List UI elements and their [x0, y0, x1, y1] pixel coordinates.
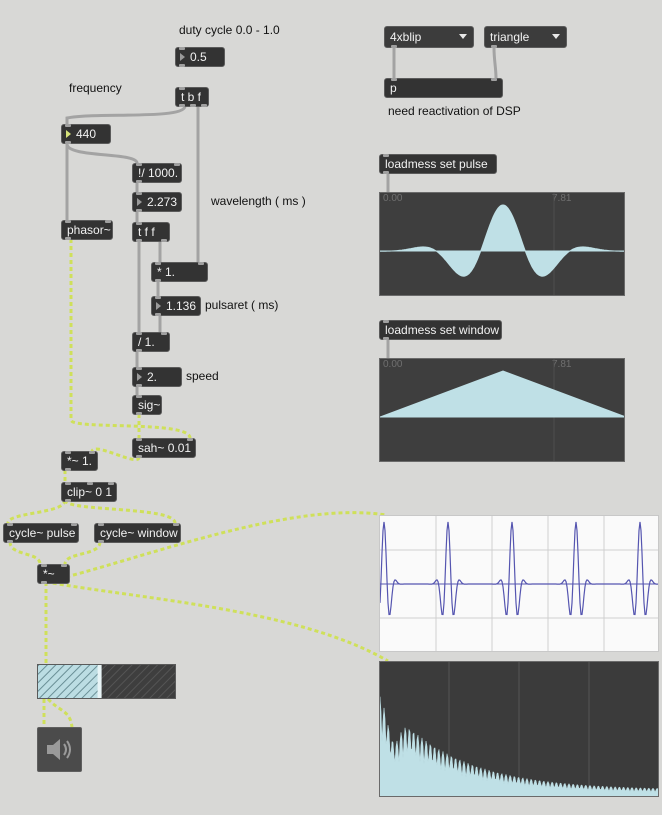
need-reactivation-comment: need reactivation of DSP [388, 104, 521, 118]
number-triangle-icon [66, 130, 71, 138]
output-multiply-object[interactable]: *~ [37, 564, 70, 584]
gain-slider-graphic [38, 665, 175, 698]
wavelength-number[interactable]: 2.273 [132, 192, 182, 212]
signal-multiply-object[interactable]: *~ 1. [61, 451, 98, 471]
chevron-down-icon [459, 34, 467, 39]
loadmess-pulse-object[interactable]: loadmess set pulse [379, 154, 497, 174]
cord-window-to-out [63, 541, 102, 565]
speed-comment: speed [186, 369, 219, 383]
speed-number[interactable]: 2. [132, 367, 182, 387]
trigger-tbf-label: t b f [181, 90, 202, 104]
duty-cycle-number[interactable]: 0.5 [175, 47, 225, 67]
cord-tbf-to-freq [65, 104, 187, 126]
cycle-window-object[interactable]: cycle~ window [94, 523, 181, 543]
signal-multiply-label: *~ 1. [67, 454, 93, 468]
speaker-icon [47, 739, 71, 760]
wavelength-comment: wavelength ( ms ) [211, 194, 306, 208]
cord-out-to-spectrum [45, 580, 389, 663]
oscilloscope-display[interactable] [379, 515, 659, 652]
number-triangle-icon [137, 198, 142, 206]
spectroscope-display[interactable] [379, 661, 659, 797]
cycle-pulse-object[interactable]: cycle~ pulse [3, 523, 79, 543]
pulse-shape-menu[interactable]: 4xblip [384, 26, 474, 48]
frequency-number[interactable]: 440 [61, 124, 111, 144]
gain-slider[interactable] [37, 664, 176, 699]
sah-label: sah~ 0.01 [138, 441, 192, 455]
number-triangle-icon [180, 53, 185, 61]
multiply-object[interactable]: * 1. [151, 262, 208, 282]
number-triangle-icon [137, 373, 142, 381]
cord-clip-to-window [63, 498, 177, 524]
pulse-shape-selected: 4xblip [390, 30, 422, 44]
cord-freq-to-rdiv [65, 142, 139, 165]
frequency-value: 440 [76, 127, 97, 141]
clip-object[interactable]: clip~ 0 1 [61, 482, 117, 502]
window-axis-start: 0.00 [383, 359, 403, 370]
loadmess-window-label: loadmess set window [385, 323, 500, 337]
pulsaret-value: 1.136 [166, 299, 197, 313]
oscilloscope-plot [380, 516, 658, 651]
window-buffer-display[interactable]: 0.00 7.81 [379, 358, 625, 462]
subpatch-p-label: p [390, 81, 397, 95]
window-shape-menu[interactable]: triangle [484, 26, 567, 48]
duty-cycle-value: 0.5 [190, 50, 207, 64]
pulsaret-number[interactable]: 1.136 [151, 296, 201, 316]
divide-object[interactable]: / 1. [132, 332, 170, 352]
trigger-tbf-object[interactable]: t b f [175, 87, 209, 107]
duty-cycle-comment: duty cycle 0.0 - 1.0 [179, 23, 280, 37]
sah-object[interactable]: sah~ 0.01 [132, 438, 196, 458]
reverse-divide-label: !/ 1000. [138, 166, 179, 180]
number-triangle-icon [156, 302, 161, 310]
divide-label: / 1. [138, 335, 155, 349]
cycle-pulse-label: cycle~ pulse [9, 526, 76, 540]
window-axis-end: 7.81 [552, 359, 572, 370]
pulse-axis-start: 0.00 [383, 193, 403, 204]
phasor-object[interactable]: phasor~ [61, 220, 113, 240]
spectrum-plot [380, 662, 658, 796]
reverse-divide-object[interactable]: !/ 1000. [132, 163, 182, 183]
wavelength-value: 2.273 [147, 195, 178, 209]
cord-menu2-to-p [492, 47, 498, 79]
cord-gain-to-dac-r [46, 697, 74, 728]
speed-value: 2. [147, 370, 158, 384]
pulsaret-comment: pulsaret ( ms) [205, 298, 279, 312]
pulse-buffer-display[interactable]: 0.00 7.81 [379, 192, 625, 296]
pulse-waveform [380, 193, 624, 295]
frequency-comment: frequency [69, 81, 122, 95]
multiply-label: * 1. [157, 265, 176, 279]
chevron-down-icon [552, 34, 560, 39]
cord-pulse-to-out [8, 541, 42, 565]
window-shape-selected: triangle [490, 30, 530, 44]
subpatch-p-object[interactable]: p [384, 78, 503, 98]
phasor-label: phasor~ [67, 223, 111, 237]
clip-label: clip~ 0 1 [67, 485, 113, 499]
sig-label: sig~ [138, 398, 161, 412]
output-multiply-label: *~ [43, 567, 55, 581]
cord-clip-to-pulse [6, 499, 67, 524]
loadmess-window-object[interactable]: loadmess set window [379, 320, 502, 340]
dac-object[interactable] [37, 727, 82, 772]
window-waveform [380, 359, 624, 461]
pulse-axis-end: 7.81 [552, 193, 572, 204]
cycle-window-label: cycle~ window [100, 526, 178, 540]
sig-object[interactable]: sig~ [132, 395, 162, 415]
trigger-tff-object[interactable]: t f f [132, 222, 170, 242]
trigger-tff-label: t f f [138, 225, 155, 239]
loadmess-pulse-label: loadmess set pulse [385, 157, 488, 171]
